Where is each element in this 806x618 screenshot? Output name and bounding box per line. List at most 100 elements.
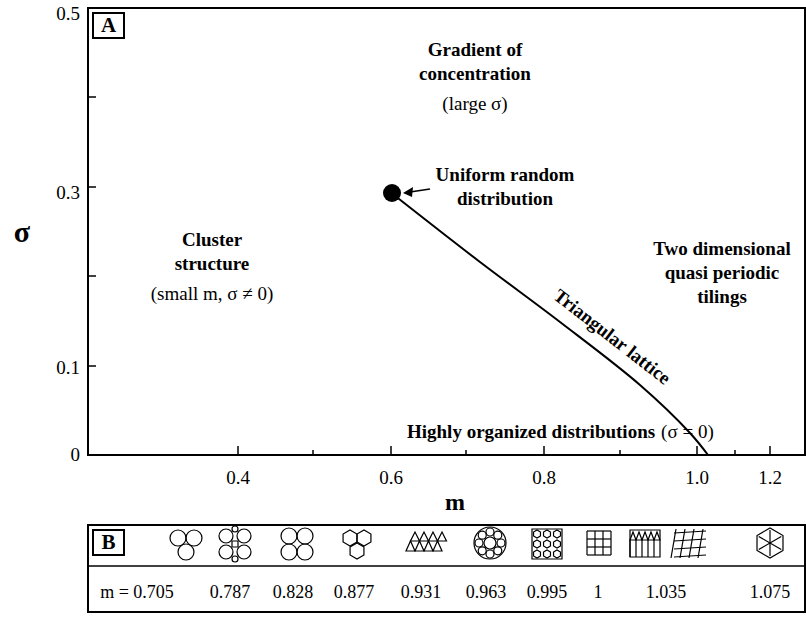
icon-stroke bbox=[586, 531, 587, 555]
icon-stroke bbox=[170, 530, 186, 546]
y-tick-label: 0.5 bbox=[56, 2, 80, 26]
icon-stroke bbox=[554, 540, 561, 548]
panel-letter: B bbox=[101, 532, 115, 553]
icon-stroke bbox=[478, 531, 486, 539]
m-value: 0.828 bbox=[273, 581, 314, 604]
icon-stroke bbox=[438, 532, 447, 541]
icon-stroke bbox=[219, 545, 233, 559]
panel-letter: A bbox=[101, 15, 116, 36]
icon-stroke bbox=[281, 544, 297, 560]
icon-stroke bbox=[219, 529, 233, 543]
icon-stroke bbox=[759, 537, 782, 550]
icon-stroke bbox=[636, 532, 642, 540]
icon-stroke bbox=[350, 543, 364, 559]
region-label: Gradient of concentration bbox=[400, 38, 550, 86]
icon-stroke bbox=[647, 540, 648, 557]
y-tick bbox=[88, 365, 96, 367]
panel-letter-box: A bbox=[92, 12, 125, 39]
icon-stroke bbox=[237, 529, 251, 543]
axis-title: σ bbox=[14, 213, 30, 251]
tiling-icons bbox=[170, 526, 783, 562]
icon-stroke bbox=[653, 540, 654, 557]
icon-stroke bbox=[630, 532, 636, 540]
icon-stroke bbox=[544, 550, 551, 558]
x-tick-label: 1.0 bbox=[685, 466, 709, 490]
icon-stroke bbox=[494, 531, 502, 539]
icon-stroke bbox=[297, 528, 313, 544]
icon-stroke bbox=[478, 547, 486, 555]
m-value: 1.035 bbox=[646, 581, 687, 604]
x-tick-label: 0.8 bbox=[532, 466, 556, 490]
region-label: Highly organized distributions bbox=[407, 420, 655, 444]
icon-stroke bbox=[497, 539, 505, 547]
panel-b-divider bbox=[88, 565, 805, 567]
icon-stroke bbox=[186, 530, 202, 546]
icon-stroke bbox=[178, 544, 194, 560]
icon-stroke bbox=[406, 541, 415, 551]
x-tick bbox=[312, 450, 314, 455]
y-tick bbox=[88, 96, 96, 98]
icon-stroke bbox=[629, 540, 630, 557]
m-value: 0.995 bbox=[527, 581, 568, 604]
icon-stroke bbox=[554, 530, 561, 538]
icon-stroke bbox=[544, 540, 551, 548]
icon-stroke bbox=[594, 531, 595, 555]
x-tick bbox=[619, 450, 621, 455]
x-tick bbox=[696, 446, 698, 455]
x-tick-label: 0.6 bbox=[379, 466, 403, 490]
icon-stroke bbox=[654, 532, 660, 540]
panel-b-border bbox=[88, 525, 805, 612]
icon-stroke bbox=[602, 531, 603, 555]
icon-stroke bbox=[424, 541, 433, 551]
icon-stroke bbox=[232, 556, 238, 562]
icon-stroke bbox=[674, 547, 706, 549]
icon-stroke bbox=[281, 528, 297, 544]
icon-stroke bbox=[494, 547, 502, 555]
random-point bbox=[383, 184, 401, 202]
panel-letter-box: B bbox=[92, 529, 125, 556]
icon-stroke bbox=[641, 540, 642, 557]
icon-stroke bbox=[474, 527, 506, 559]
plot-frame bbox=[88, 8, 805, 612]
y-tick bbox=[88, 186, 96, 188]
y-tick bbox=[88, 7, 96, 9]
icon-stroke bbox=[587, 554, 611, 555]
m-value: 0.931 bbox=[401, 581, 442, 604]
x-tick-label: 1.2 bbox=[758, 466, 782, 490]
icon-stroke bbox=[415, 541, 424, 551]
icon-stroke bbox=[610, 531, 611, 555]
icon-stroke bbox=[642, 532, 648, 540]
icon-stroke bbox=[698, 529, 703, 558]
y-tick bbox=[88, 275, 96, 277]
x-tick-label: 0.4 bbox=[226, 466, 250, 490]
icon-stroke bbox=[674, 555, 706, 557]
icon-stroke bbox=[532, 529, 562, 559]
point-label: Uniform random distribution bbox=[430, 163, 580, 211]
icon-stroke bbox=[544, 530, 551, 538]
icon-stroke bbox=[630, 530, 660, 557]
icon-stroke bbox=[587, 546, 611, 547]
m-value: 0.963 bbox=[466, 581, 507, 604]
icon-stroke bbox=[475, 539, 483, 547]
axis-title: m bbox=[445, 487, 465, 517]
curve-label: Triangular lattice bbox=[549, 284, 676, 390]
icon-stroke bbox=[689, 529, 694, 558]
icon-stroke bbox=[297, 544, 313, 560]
plot-border bbox=[88, 8, 805, 455]
icon-stroke bbox=[534, 530, 541, 538]
icon-stroke bbox=[429, 532, 438, 541]
boundary-curve bbox=[394, 195, 708, 455]
icon-stroke bbox=[237, 545, 251, 559]
icon-stroke bbox=[674, 531, 706, 533]
leader-arrowhead bbox=[403, 187, 413, 197]
x-tick bbox=[734, 450, 736, 455]
m-value: m = 0.705 bbox=[100, 581, 174, 604]
icon-stroke bbox=[484, 537, 496, 549]
icon-stroke bbox=[232, 526, 238, 532]
icon-stroke bbox=[534, 540, 541, 548]
y-tick-label: 0.3 bbox=[56, 181, 80, 205]
icon-stroke bbox=[486, 550, 494, 558]
icon-stroke bbox=[587, 538, 611, 539]
x-tick bbox=[543, 446, 545, 455]
